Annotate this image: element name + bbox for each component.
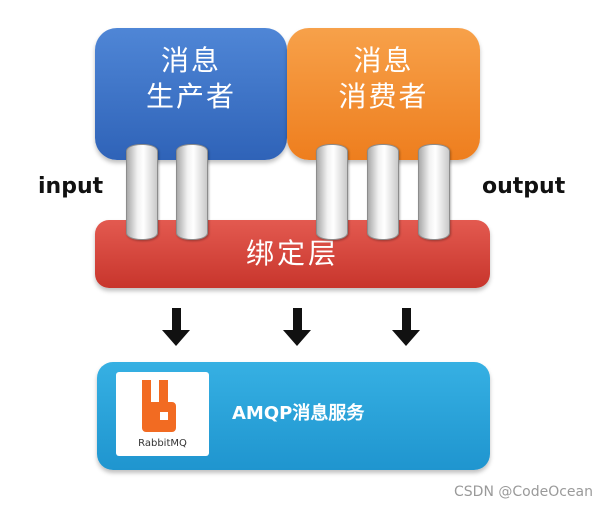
input-label: input <box>38 174 104 199</box>
down-arrow-icon <box>162 308 190 346</box>
binding-layer-label: 绑定层 <box>245 237 339 270</box>
output-label: output <box>482 174 566 199</box>
watermark: CSDN @CodeOcean <box>454 484 593 500</box>
output-pipe <box>367 144 399 240</box>
output-pipe <box>316 144 348 240</box>
producer-box: 消息 生产者 <box>95 28 287 160</box>
input-pipe <box>176 144 208 240</box>
consumer-box: 消息 消费者 <box>287 28 480 160</box>
producer-title-line1: 消息 <box>160 44 221 77</box>
input-pipe <box>126 144 158 240</box>
rabbitmq-logo-icon <box>142 380 176 432</box>
consumer-title-line1: 消息 <box>353 44 414 77</box>
down-arrow-icon <box>283 308 311 346</box>
output-pipe <box>418 144 450 240</box>
rabbitmq-logo-text: RabbitMQ <box>138 438 187 449</box>
producer-title-line2: 生产者 <box>145 80 236 113</box>
amqp-service-label: AMQP消息服务 <box>232 403 365 424</box>
rabbitmq-logo: RabbitMQ <box>116 372 209 456</box>
consumer-title-line2: 消费者 <box>338 80 429 113</box>
down-arrow-icon <box>392 308 420 346</box>
